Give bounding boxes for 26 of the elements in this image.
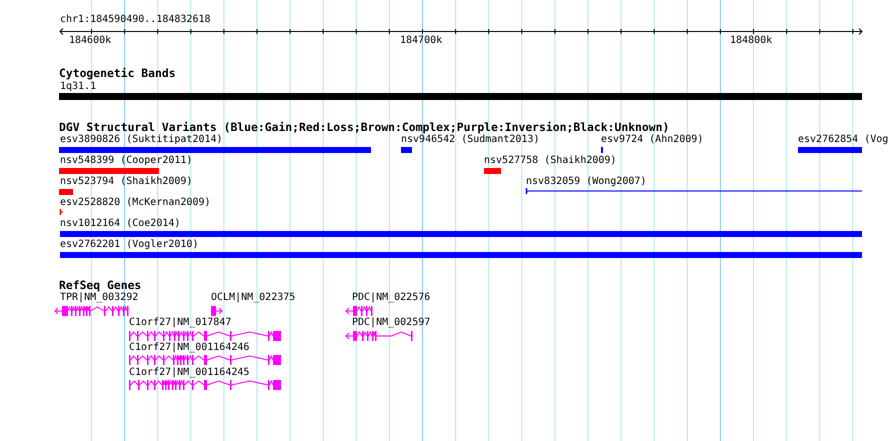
- gene-label: PDC|NM_002597: [352, 318, 430, 328]
- tick-label: 184700k: [400, 35, 442, 47]
- variant-label: esv2762201 (Vogler2010): [60, 239, 198, 251]
- gene-label: C1orf27|NM_017847: [129, 318, 232, 328]
- band-label: 1q31.1: [60, 81, 96, 93]
- gene-label: C1orf27|NM_001164245: [129, 368, 250, 378]
- variant-label: nsv946542 (Sudmant2013): [401, 134, 540, 146]
- track-title: Cytogenetic Bands: [59, 67, 176, 80]
- variant-label: nsv1012164 (Coe2014): [60, 218, 180, 230]
- gene-label: C1orf27|NM_001164246: [129, 343, 250, 353]
- variant-label: nsv548399 (Cooper2011): [60, 155, 192, 167]
- gene-label: TPR|NM_003292: [60, 293, 138, 303]
- variant-label: nsv832059 (Wong2007): [526, 176, 646, 188]
- gene-label: OCLM|NM_022375: [211, 293, 296, 303]
- variant-label: esv2762854 (Vog: [798, 134, 888, 146]
- variant-label: esv3890826 (Suktitipat2014): [60, 134, 223, 146]
- track-title: RefSeq Genes: [59, 279, 142, 292]
- variant-label: esv9724 (Ahn2009): [601, 134, 704, 146]
- variant-label: nsv527758 (Shaikh2009): [484, 155, 616, 167]
- tick-label: 184600k: [69, 35, 112, 47]
- variant-label: esv2528820 (McKernan2009): [60, 197, 211, 209]
- gene-label: PDC|NM_022576: [352, 293, 430, 303]
- coordinate-label: chr1:184590490..184832618: [60, 14, 211, 26]
- variant-label: nsv523794 (Shaikh2009): [60, 176, 192, 188]
- track-title: DGV Structural Variants (Blue:Gain;Red:Loss;Brown:Complex;Purple:Inversion;Black:Unknown): [59, 121, 670, 134]
- tick-label: 184800k: [730, 35, 772, 47]
